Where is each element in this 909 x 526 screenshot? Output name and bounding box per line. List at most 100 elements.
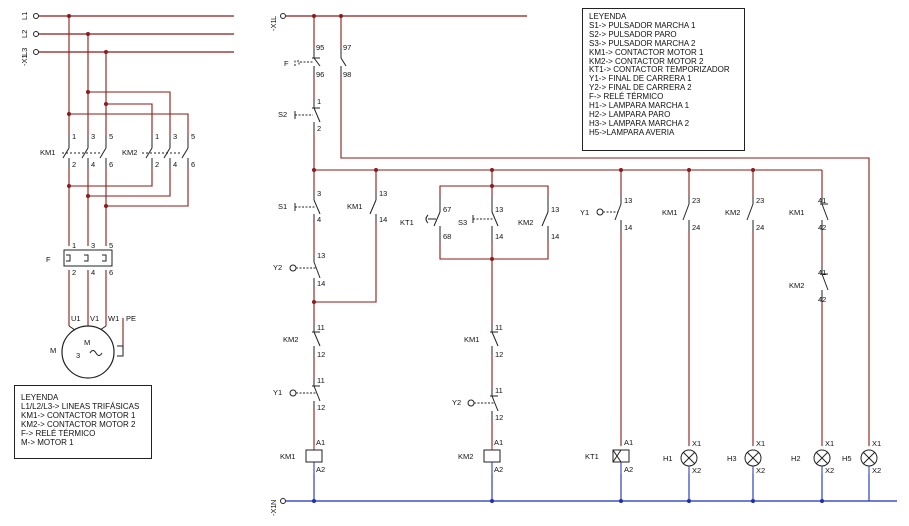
relay-t5: 5	[109, 241, 113, 250]
km1-interlock-label: KM1	[464, 335, 479, 344]
kt1-coil-a1: A1	[624, 438, 633, 447]
km2-coil-label: KM2	[458, 452, 473, 461]
km2-interlock-contact	[312, 324, 321, 355]
s3-t14: 14	[495, 232, 503, 241]
lamp-h1	[680, 449, 698, 474]
power-wiring	[68, 16, 189, 350]
km2-stop-t41: 41	[818, 268, 826, 277]
motor-w1: W1	[108, 314, 119, 323]
relay-f-95: 95	[316, 43, 324, 52]
motor-inner-label: M	[84, 338, 90, 347]
km1-selfhold-label: KM1	[347, 202, 362, 211]
lamp-h5-x1: X1	[872, 439, 881, 448]
km1-lamp-t24: 24	[692, 223, 700, 232]
km2-selfhold-label: KM2	[518, 218, 533, 227]
lamp-h2	[813, 449, 831, 474]
relay-label: F	[46, 255, 51, 264]
km2-t5: 5	[191, 132, 195, 141]
kt1-contact-label: KT1	[400, 218, 414, 227]
neutral-junction-dots	[312, 499, 824, 503]
kt1-t68: 68	[443, 232, 451, 241]
legend-power: LEYENDA L1/L2/L3-> LINEAS TRIFÁSICAS KM1…	[14, 385, 152, 459]
km1-interlock-contact	[490, 324, 499, 355]
km2-interlock-t12: 12	[317, 350, 325, 359]
motor-v1: V1	[90, 314, 99, 323]
y1-a-t11: 11	[317, 376, 325, 385]
km2-stop-lamp-contact	[820, 266, 829, 302]
supply-label-l2: L2	[20, 30, 29, 38]
s2-label: S2	[278, 110, 287, 119]
legend-main-item: F-> RELÉ TÉRMICO	[589, 92, 664, 102]
y1-limit-contact-b	[596, 196, 622, 232]
y2-a-t14: 14	[317, 279, 325, 288]
lamp-h3-x1: X1	[756, 439, 765, 448]
relay-f-98: 98	[343, 70, 351, 79]
km2-selfhold-t14: 14	[551, 232, 559, 241]
km2-t3: 3	[173, 132, 177, 141]
control-live-ref: -X1	[269, 19, 278, 31]
km2-interlock-label: KM2	[283, 335, 298, 344]
km1-power-contacts	[62, 136, 107, 168]
y2-b-t12: 12	[495, 413, 503, 422]
s1-contact	[294, 192, 321, 222]
km2-power-label: KM2	[122, 148, 137, 157]
km1-t1: 1	[72, 132, 76, 141]
relay-t6: 6	[109, 268, 113, 277]
legend-main-item: H2-> LAMPARA PARO	[589, 109, 671, 119]
km2-lamp-contact	[746, 196, 754, 232]
motor-u1: U1	[71, 314, 81, 323]
km2-t4: 4	[173, 160, 177, 169]
km1-interlock-t12: 12	[495, 350, 503, 359]
lamp-h1-x2: X2	[692, 466, 701, 475]
motor-label: M	[50, 346, 56, 355]
y2-b-t11: 11	[495, 386, 503, 395]
motor-pe: PE	[126, 314, 136, 323]
lamp-h2-label: H2	[791, 454, 801, 463]
supply-terminals	[33, 13, 39, 55]
km2-t1: 1	[155, 132, 159, 141]
lamp-h5	[860, 449, 878, 474]
relay-t2: 2	[72, 268, 76, 277]
s2-t2: 2	[317, 124, 321, 133]
supply-label-l3: L3	[20, 48, 29, 56]
km1-stop-lamp-contact	[820, 196, 829, 232]
lamp-h1-label: H1	[663, 454, 673, 463]
lamp-h5-x2: X2	[872, 466, 881, 475]
relay-t3: 3	[91, 241, 95, 250]
legend-power-item: KM1-> CONTACTOR MOTOR 1	[21, 410, 136, 420]
legend-power-item: F-> RELÉ TÉRMICO	[21, 428, 96, 438]
legend-main-title: LEYENDA	[589, 12, 627, 21]
km1-stop-label: KM1	[789, 208, 804, 217]
y2-a-t13: 13	[317, 251, 325, 260]
motor-phases: 3	[76, 351, 80, 360]
km2-t6: 6	[191, 160, 195, 169]
kt1-coil	[612, 449, 630, 474]
y1-b-t13: 13	[624, 196, 632, 205]
legend-main: LEYENDA S1-> PULSADOR MARCHA 1 S2-> PULS…	[582, 8, 745, 151]
legend-main-item: S1-> PULSADOR MARCHA 1	[589, 20, 696, 30]
km1-lamp-contact	[682, 196, 690, 232]
control-live-label: L	[269, 16, 278, 20]
km2-coil	[483, 446, 501, 474]
y2-limit-contact-b	[467, 388, 499, 420]
legend-main-item: S2-> PULSADOR PARO	[589, 29, 677, 39]
s3-t13: 13	[495, 205, 503, 214]
km2-power-contacts	[142, 136, 189, 168]
legend-power-list: L1/L2/L3-> LINEAS TRIFÁSICAS KM1-> CONTA…	[21, 402, 145, 448]
legend-main-item: KM2-> CONTACTOR MOTOR 2	[589, 56, 704, 66]
km1-t4: 4	[91, 160, 95, 169]
legend-main-item: KM1-> CONTACTOR MOTOR 1	[589, 47, 704, 57]
relay-f-96: 96	[316, 70, 324, 79]
km1-stop-t41: 41	[818, 196, 826, 205]
kt1-coil-label: KT1	[585, 452, 599, 461]
y1-b-label: Y1	[580, 208, 589, 217]
km2-t2: 2	[155, 160, 159, 169]
lamp-h2-x1: X1	[825, 439, 834, 448]
km2-interlock-t11: 11	[317, 323, 325, 332]
power-junction-dots	[67, 14, 108, 208]
km1-coil-label: KM1	[280, 452, 295, 461]
control-neutral-label: N	[269, 500, 278, 505]
s1-t3: 3	[317, 189, 321, 198]
km1-interlock-t11: 11	[495, 323, 503, 332]
power-supply-lines	[38, 15, 234, 53]
